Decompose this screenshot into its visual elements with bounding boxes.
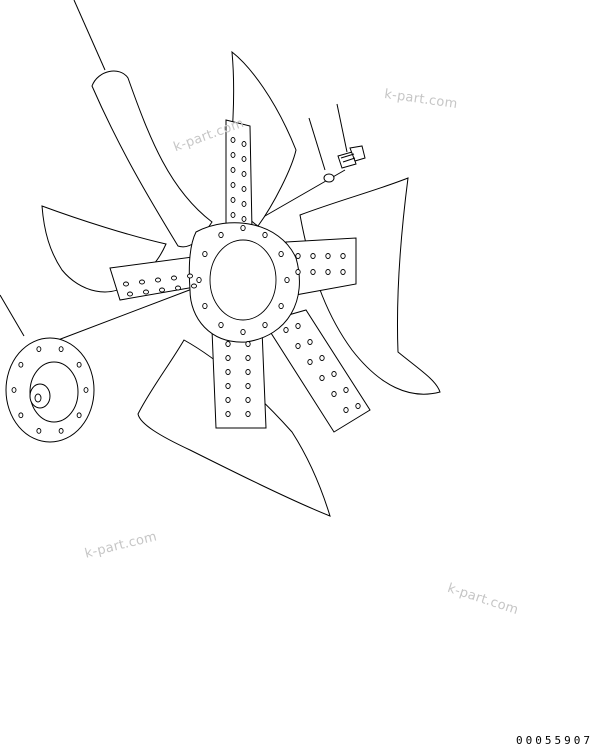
rivet-hole: [143, 289, 149, 295]
rivet-hole: [230, 212, 236, 218]
rivet-hole: [240, 224, 246, 232]
rivet-hole: [319, 355, 325, 361]
rivet-hole: [310, 253, 316, 259]
rivet-hole: [196, 276, 202, 284]
rivet-hole: [278, 250, 284, 258]
rivet-hole: [230, 182, 236, 188]
rivet-hole: [262, 231, 268, 239]
rivet-hole: [225, 397, 231, 403]
fan-center-bore: [209, 239, 277, 321]
rivet-hole: [225, 341, 231, 347]
rivet-hole: [241, 171, 247, 177]
rivet-hole: [155, 277, 161, 283]
rivet-hole: [230, 152, 236, 158]
rivet-hole: [230, 197, 236, 203]
fan-arm-lower: [211, 329, 267, 429]
fan-blade-right: [299, 177, 441, 395]
rivet-hole: [58, 346, 64, 352]
rivet-hole: [202, 302, 208, 310]
rivet-hole: [245, 341, 251, 347]
rivet-hole: [278, 302, 284, 310]
rivet-hole: [343, 407, 349, 413]
bolt: [337, 145, 366, 169]
rivet-hole: [245, 397, 251, 403]
washer: [323, 173, 335, 183]
rivet-hole: [355, 403, 361, 409]
rivet-hole: [241, 156, 247, 162]
rivet-hole: [225, 355, 231, 361]
rivet-hole: [295, 253, 301, 259]
fan-arm-upper: [225, 119, 253, 233]
rivet-hole: [245, 411, 251, 417]
rivet-hole: [225, 411, 231, 417]
rivet-hole: [175, 285, 181, 291]
rivet-hole: [283, 327, 289, 333]
rivet-hole: [225, 369, 231, 375]
rivet-hole: [245, 383, 251, 389]
rivet-hole: [11, 387, 17, 393]
fan-blade-upper-left: [91, 70, 213, 248]
rivet-hole: [123, 281, 129, 287]
rivet-hole: [18, 412, 24, 419]
fan-arm-holes: [123, 137, 361, 417]
rivet-hole: [295, 269, 301, 275]
rivet-hole: [331, 391, 337, 397]
rivet-hole: [295, 343, 301, 349]
rivet-hole: [127, 291, 133, 297]
rivet-hole: [340, 253, 346, 259]
spacer-bolt-holes: [11, 346, 89, 434]
rivet-hole: [340, 269, 346, 275]
rivet-hole: [343, 387, 349, 393]
rivet-hole: [284, 276, 290, 284]
rivet-hole: [36, 428, 42, 434]
rivet-hole: [295, 323, 301, 329]
rivet-hole: [245, 355, 251, 361]
rivet-hole: [187, 273, 193, 279]
rivet-hole: [331, 371, 337, 377]
rivet-hole: [325, 269, 331, 275]
rivet-hole: [230, 137, 236, 143]
rivet-hole: [225, 383, 231, 389]
rivet-hole: [307, 359, 313, 365]
drawing-number: 00055907: [516, 734, 593, 747]
rivet-hole: [240, 328, 246, 336]
rivet-hole: [58, 428, 64, 434]
rivet-hole: [159, 287, 165, 293]
rivet-hole: [83, 387, 89, 393]
rivet-hole: [202, 250, 208, 258]
spacer-flange: [5, 337, 95, 443]
rivet-hole: [310, 269, 316, 275]
rivet-hole: [245, 369, 251, 375]
rivet-hole: [218, 321, 224, 329]
rivet-hole: [139, 279, 145, 285]
rivet-hole: [191, 283, 197, 289]
rivet-hole: [241, 141, 247, 147]
rivet-hole: [241, 216, 247, 222]
fan-spider: [109, 119, 371, 433]
rivet-hole: [307, 339, 313, 345]
rivet-hole: [76, 361, 82, 368]
spacer-center-hole: [34, 393, 42, 403]
rivet-hole: [171, 275, 177, 281]
rivet-hole: [76, 412, 82, 419]
rivet-hole: [262, 321, 268, 329]
rivet-hole: [319, 375, 325, 381]
rivet-hole: [218, 231, 224, 239]
rivet-hole: [241, 186, 247, 192]
rivet-hole: [18, 361, 24, 368]
rivet-hole: [325, 253, 331, 259]
fan-arm-lower-right: [263, 309, 371, 433]
rivet-hole: [241, 201, 247, 207]
rivet-hole: [36, 346, 42, 352]
rivet-hole: [230, 167, 236, 173]
